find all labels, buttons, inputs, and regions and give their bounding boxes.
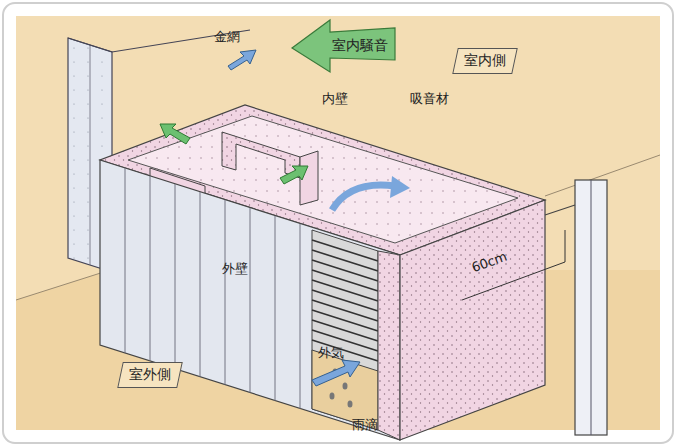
absorber-end: [400, 200, 545, 440]
floor-line: [16, 270, 110, 300]
inner-wall: [222, 132, 300, 178]
sound-arrow: [160, 124, 190, 144]
part-label: 金網: [214, 30, 240, 43]
part-label: 雨滴: [352, 418, 378, 431]
post-joint: [545, 205, 575, 215]
box-text: 室外側: [129, 366, 171, 384]
louver-blades: [312, 240, 378, 361]
wall-slats: [125, 168, 300, 409]
air-arrow-head: [390, 176, 410, 198]
side-label-box: 室外側: [117, 362, 183, 388]
part-label: 内壁: [322, 92, 348, 105]
post: [575, 180, 607, 435]
side-label-box: 室内側: [452, 48, 518, 74]
frame: [3, 3, 673, 443]
exhaust-arrow: [228, 50, 256, 70]
part-label: 吸音材: [410, 92, 449, 105]
louver: [312, 230, 378, 430]
part-label: 室内騒音: [332, 38, 388, 52]
part-label: 外気: [318, 346, 344, 359]
box-text: 室内側: [464, 52, 506, 70]
part-label: 外壁: [222, 262, 248, 275]
noise-arrow: [292, 20, 395, 72]
air-arrow: [332, 185, 395, 210]
wall-edge: [378, 251, 400, 440]
post-line: [591, 180, 592, 435]
outside-air-arrow: [312, 360, 360, 386]
sound-arrow: [280, 166, 308, 184]
panel-line: [90, 45, 91, 265]
outer-wall: [100, 160, 400, 440]
dimension-tick: [565, 230, 566, 262]
rain-area: [312, 350, 378, 430]
wire-mesh-edge: [68, 30, 250, 52]
